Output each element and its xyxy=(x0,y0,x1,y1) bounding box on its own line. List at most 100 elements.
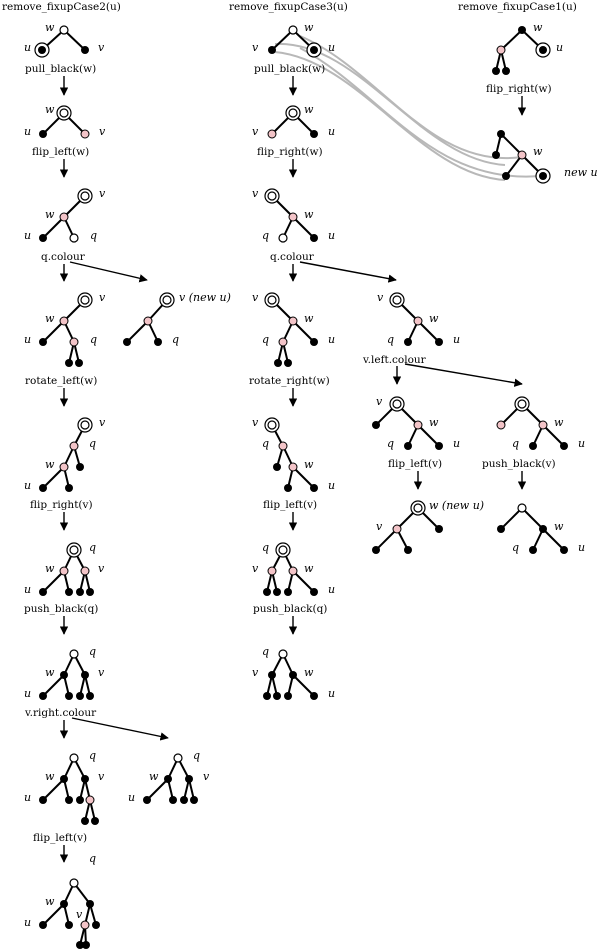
node-label-q: q xyxy=(89,541,96,554)
op-c2-flip-left-v: flip_left(v) xyxy=(33,832,87,844)
node-label-w: w xyxy=(554,520,564,533)
op-c3-flip-right-w: flip_right(w) xyxy=(257,146,323,158)
node-label-u: u xyxy=(24,583,31,596)
case-link-curves xyxy=(274,35,541,181)
node-label-q: q xyxy=(262,229,269,242)
op-c2-flip-left-w: flip_left(w) xyxy=(32,146,89,158)
node-label-u: u xyxy=(24,41,31,54)
node-label-u: u xyxy=(24,916,31,929)
title-case1: remove_fixupCase1(u) xyxy=(458,1,577,13)
c3-tree-6b: w (new u) v xyxy=(372,499,484,554)
c2-tree-6: q w v u xyxy=(24,541,105,596)
node-label-q: q xyxy=(89,437,96,450)
node-label-q: q xyxy=(90,333,97,346)
node-label-v: v xyxy=(376,395,383,408)
node-label-u: u xyxy=(24,687,31,700)
c2-tree-4a: v w u q xyxy=(24,291,106,367)
c1-tree-1: w u xyxy=(492,21,563,75)
c3-tree-4a: v w q u xyxy=(252,291,335,367)
node-label-w: w xyxy=(554,416,564,429)
title-case2: remove_fixupCase2(u) xyxy=(2,1,121,13)
c3-tree-5b: v w q u xyxy=(372,395,460,450)
c2-tree-8b: q w v u xyxy=(128,749,210,804)
node-label-q: q xyxy=(387,333,394,346)
node-label-v: v xyxy=(98,562,105,575)
node-label-w: w xyxy=(429,416,439,429)
c3-tree-5: v q w u xyxy=(252,416,335,492)
op-c2-v-right-colour: v.right.colour xyxy=(24,707,97,719)
node-label-u: u xyxy=(328,229,335,242)
node-label-v: v xyxy=(99,291,106,304)
node-label-v: v xyxy=(252,291,259,304)
c2-tree-1: w u v xyxy=(24,21,105,58)
node-label-w: w xyxy=(45,666,55,679)
node-label-w: w xyxy=(304,103,314,116)
c2-tree-5: v q w u xyxy=(24,416,106,492)
node-label-q: q xyxy=(172,333,179,346)
node-label-u: u xyxy=(128,791,135,804)
node-label-u: u xyxy=(453,437,460,450)
node-label-w: w xyxy=(45,103,55,116)
op-c3-push-black-v: push_black(v) xyxy=(482,458,556,470)
node-label-w: w xyxy=(45,208,55,221)
node-label-w: w xyxy=(429,312,439,325)
op-c3-flip-left-v2: flip_left(v) xyxy=(388,458,442,470)
node-label-q: q xyxy=(89,645,96,658)
node-label-v: v xyxy=(99,187,106,200)
node-label-u: u xyxy=(24,479,31,492)
node-label-v: v xyxy=(98,41,105,54)
op-c2-q-colour: q.colour xyxy=(41,251,86,263)
node-label-w: w xyxy=(304,458,314,471)
op-c3-push-black: push_black(q) xyxy=(253,603,327,615)
node-label-u: u xyxy=(24,229,31,242)
node-label-u: u xyxy=(578,541,585,554)
node-label-new-u: new u xyxy=(564,166,598,179)
node-label-v: v xyxy=(252,125,259,138)
node-label-w: w xyxy=(149,770,159,783)
c2-tree-9: q w v u xyxy=(24,852,100,949)
node-label-v: v xyxy=(203,770,210,783)
node-label-v: v xyxy=(252,187,259,200)
node-label-u: u xyxy=(328,479,335,492)
node-label-v: v xyxy=(98,770,105,783)
node-label-u: u xyxy=(24,333,31,346)
op-c3-q-colour: q.colour xyxy=(270,251,315,263)
c3-tree-2: w v u xyxy=(252,103,335,139)
node-label-v: v xyxy=(98,666,105,679)
node-label-q: q xyxy=(512,437,519,450)
node-label-v: v xyxy=(99,416,106,429)
c3-tree-5c: w q u xyxy=(496,396,585,450)
node-label-w: w xyxy=(304,208,314,221)
title-case3: remove_fixupCase3(u) xyxy=(229,1,348,13)
node-label-v: v xyxy=(252,666,259,679)
node-label-w: w xyxy=(304,312,314,325)
node-label-u: u xyxy=(24,125,31,138)
c2-tree-8a: q w v u xyxy=(24,749,105,825)
node-label-u: u xyxy=(453,333,460,346)
node-label-v: v xyxy=(252,416,259,429)
node-label-w: w xyxy=(45,21,55,34)
node-label-v: v xyxy=(99,125,106,138)
c2-tree-2: w u v xyxy=(24,103,106,139)
node-label-w: w xyxy=(45,770,55,783)
op-c3-rotate-right: rotate_right(w) xyxy=(249,375,330,387)
node-label-w: w xyxy=(304,21,314,34)
node-label-v: v xyxy=(252,562,259,575)
node-label-q: q xyxy=(262,437,269,450)
c3-tree-3: v w q u xyxy=(252,187,335,243)
c2-tree-3: v w u q xyxy=(24,187,106,243)
op-c2-flip-right-v: flip_right(v) xyxy=(30,499,93,511)
c3-tree-6c: w q u xyxy=(497,503,585,554)
node-label-v: v xyxy=(76,908,83,921)
c2-tree-4b: v (new u) q xyxy=(123,291,231,346)
c3-tree-6: q v w u xyxy=(252,541,335,596)
op-c1-flip-right: flip_right(w) xyxy=(486,83,552,95)
node-label-v: v xyxy=(252,41,259,54)
op-c3-pull-black: pull_black(w) xyxy=(254,63,325,75)
node-label-w: w xyxy=(304,562,314,575)
node-label-u: u xyxy=(556,41,563,54)
node-label-w: w xyxy=(304,666,314,679)
node-label-u: u xyxy=(328,333,335,346)
c3-tree-1: w v u xyxy=(252,21,335,58)
